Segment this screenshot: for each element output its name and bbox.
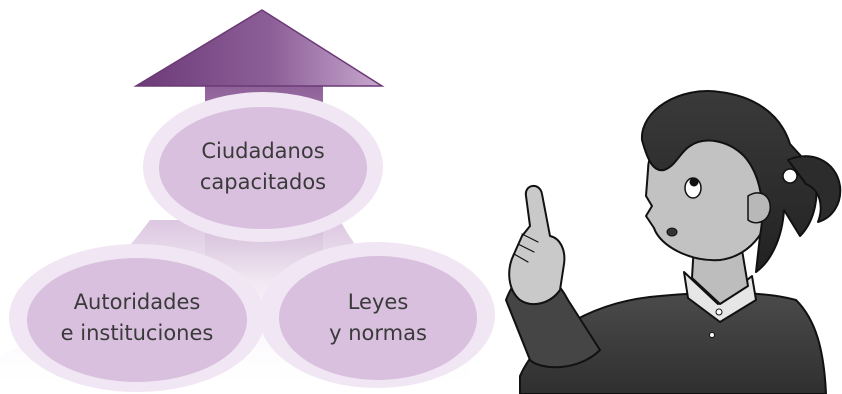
right-node <box>279 256 477 380</box>
left-node <box>27 258 247 382</box>
left-node-label-line2: e instituciones <box>60 321 214 345</box>
top-node-label: Ciudadanos capacitados <box>163 136 363 198</box>
girl-pointing-up-illustration <box>505 90 842 394</box>
girl-hand <box>508 185 566 306</box>
right-node-label: Leyes y normas <box>288 287 468 349</box>
top-node <box>159 107 367 229</box>
girl-collar <box>683 271 757 323</box>
right-node-label-line2: y normas <box>329 321 427 345</box>
arrow-head <box>133 9 385 87</box>
girl-hair <box>640 90 818 273</box>
girl-mouth <box>666 227 678 237</box>
left-node-label: Autoridades e instituciones <box>37 287 237 349</box>
girl-ponytail <box>787 155 842 223</box>
girl-ear <box>747 192 771 224</box>
girl-pupil <box>689 177 699 187</box>
top-node-label-line2: capacitados <box>199 170 327 194</box>
left-node-label-line1: Autoridades <box>73 290 201 314</box>
right-node-label-line1: Leyes <box>347 290 409 314</box>
top-node-label-line1: Ciudadanos <box>201 139 325 163</box>
girl-hair-tie <box>782 168 798 184</box>
